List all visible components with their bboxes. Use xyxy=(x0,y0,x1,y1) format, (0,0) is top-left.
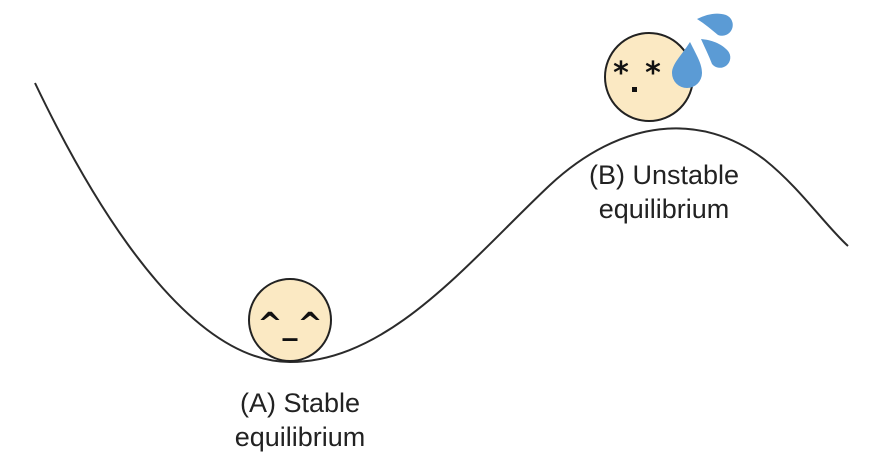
stable-caption-line1: (A) Stable xyxy=(239,388,361,418)
unstable-equilibrium-caption: (B) Unstable equilibrium xyxy=(564,158,764,226)
stable-equilibrium-caption: (A) Stable equilibrium xyxy=(200,386,400,454)
sweat-drops-icon xyxy=(672,13,733,88)
stable-ball: ^_^ xyxy=(248,278,332,362)
stable-ball-body xyxy=(248,278,332,362)
sweat-drop-top-icon xyxy=(697,13,733,36)
unstable-right-eye: * xyxy=(645,56,661,91)
unstable-caption-line1: (B) Unstable xyxy=(588,160,740,190)
unstable-mouth xyxy=(632,87,637,92)
sweat-drop-right-icon xyxy=(701,39,731,68)
sweat-drop-large-icon xyxy=(672,42,702,88)
stable-caption-line2: equilibrium xyxy=(234,422,366,452)
unstable-left-eye: * xyxy=(613,56,629,91)
potential-curve xyxy=(34,82,849,364)
unstable-caption-line2: equilibrium xyxy=(598,194,730,224)
stable-face: ^_^ xyxy=(257,307,322,342)
